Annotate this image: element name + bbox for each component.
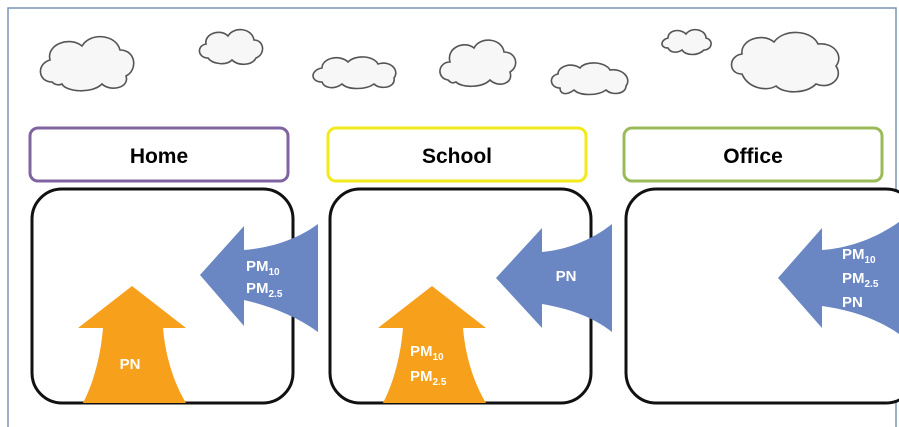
environment-school: School PM10 PM2.5 PN xyxy=(326,126,612,405)
environment-office: Office PM10 PM2.5 PN xyxy=(622,126,899,405)
home-outdoor-line2: PM2.5 xyxy=(246,280,283,300)
office-label: Office xyxy=(723,145,783,168)
school-outdoor-text: PN xyxy=(556,268,577,285)
cloud-icon xyxy=(550,62,629,96)
home-indoor-text: PN xyxy=(120,356,141,373)
home-label: Home xyxy=(130,145,188,168)
home-indoor-arrow xyxy=(78,286,186,403)
office-outdoor-arrow xyxy=(778,222,899,334)
clouds-row xyxy=(39,28,840,96)
cloud-icon xyxy=(661,28,712,56)
office-outdoor-line3: PN xyxy=(842,294,863,311)
cloud-icon xyxy=(39,35,135,92)
home-outdoor-line1: PM10 xyxy=(246,258,280,278)
school-indoor-line1: PM10 xyxy=(410,343,444,363)
school-indoor-line2: PM2.5 xyxy=(410,368,447,388)
school-label-box xyxy=(326,126,588,183)
environment-home: Home PN PM10 PM2.5 xyxy=(28,126,318,405)
cloud-icon xyxy=(730,31,840,93)
school-label: School xyxy=(422,145,492,168)
home-label-box xyxy=(28,126,290,183)
office-outdoor-line1: PM10 xyxy=(842,246,876,266)
school-indoor-arrow xyxy=(378,286,486,403)
office-outdoor-line2: PM2.5 xyxy=(842,270,879,290)
office-label-box xyxy=(622,126,884,183)
cloud-icon xyxy=(312,56,397,90)
office-room xyxy=(624,187,899,405)
school-outdoor-arrow xyxy=(496,224,612,332)
home-outdoor-arrow xyxy=(200,224,318,332)
cloud-icon xyxy=(439,39,517,88)
cloud-icon xyxy=(198,28,264,66)
